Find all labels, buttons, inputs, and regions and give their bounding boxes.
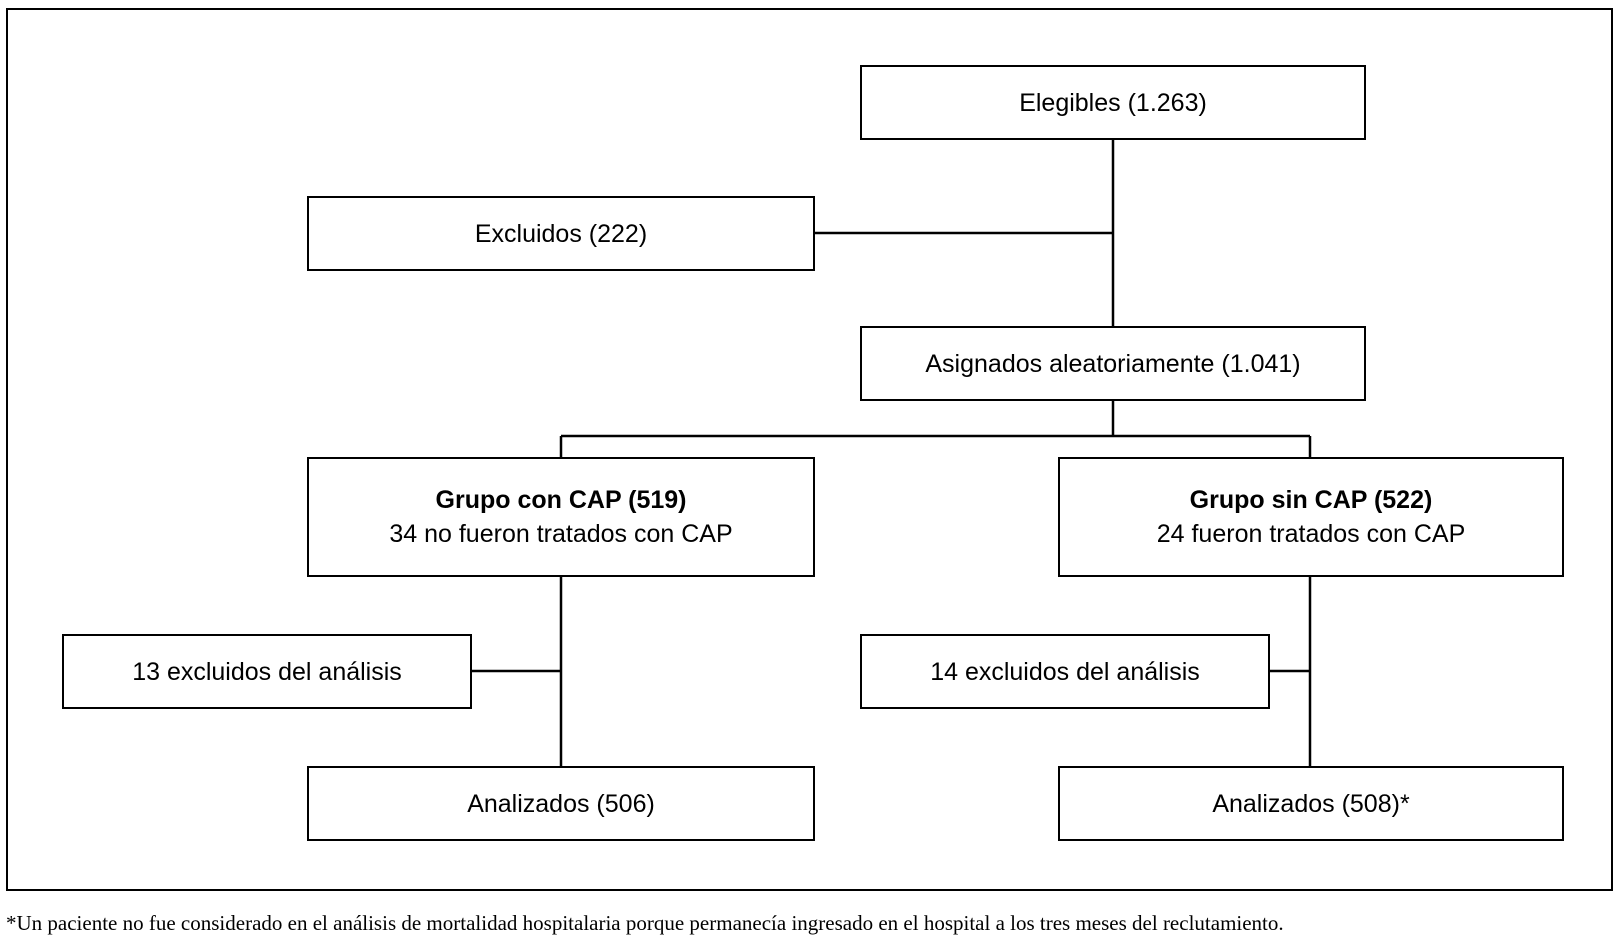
excluidos-label: Excluidos (222) <box>474 219 648 248</box>
asignados-label: Asignados aleatoriamente (1.041) <box>925 349 1301 378</box>
grupo-sin-cap-note: 24 fueron tratados con CAP <box>1156 520 1466 548</box>
excluidos-sin-box: 14 excluidos del análisis <box>860 634 1270 709</box>
asignados-box: Asignados aleatoriamente (1.041) <box>860 326 1366 401</box>
analizados-sin-label: Analizados (508)* <box>1212 789 1410 818</box>
grupo-sin-cap-title: Grupo sin CAP (522) <box>1189 486 1433 514</box>
excluidos-sin-label: 14 excluidos del análisis <box>930 657 1200 686</box>
footnote: *Un paciente no fue considerado en el an… <box>6 911 1284 935</box>
excluidos-con-label: 13 excluidos del análisis <box>132 657 402 686</box>
grupo-con-cap-box: Grupo con CAP (519) 34 no fueron tratado… <box>307 457 815 577</box>
analizados-con-label: Analizados (506) <box>467 789 655 818</box>
diagram-frame <box>6 8 1613 891</box>
excluidos-box: Excluidos (222) <box>307 196 815 271</box>
elegibles-box: Elegibles (1.263) <box>860 65 1366 140</box>
analizados-sin-box: Analizados (508)* <box>1058 766 1564 841</box>
grupo-con-cap-title: Grupo con CAP (519) <box>435 486 687 514</box>
elegibles-label: Elegibles (1.263) <box>1019 88 1207 117</box>
excluidos-con-box: 13 excluidos del análisis <box>62 634 472 709</box>
grupo-sin-cap-box: Grupo sin CAP (522) 24 fueron tratados c… <box>1058 457 1564 577</box>
grupo-con-cap-note: 34 no fueron tratados con CAP <box>389 520 733 548</box>
analizados-con-box: Analizados (506) <box>307 766 815 841</box>
